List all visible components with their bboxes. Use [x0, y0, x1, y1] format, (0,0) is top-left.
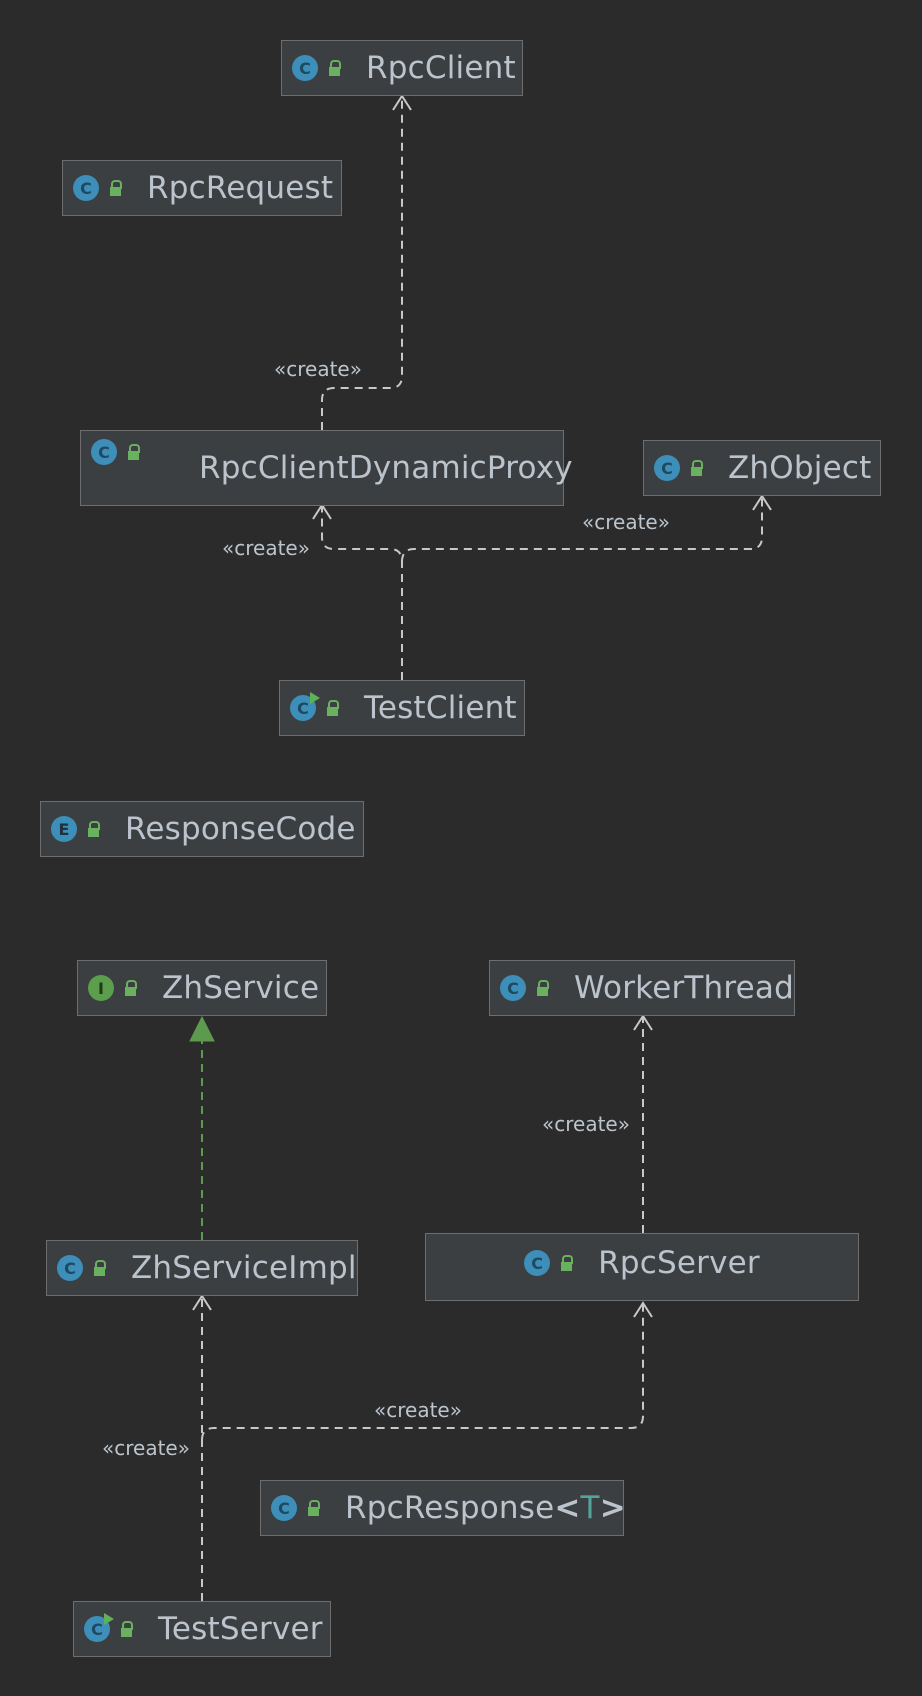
run-badge-icon [104, 1613, 114, 1625]
class-name: TestServer [158, 1611, 323, 1647]
label-testserver-creates-impl: «create» [102, 1436, 190, 1460]
class-name: RpcRequest [147, 170, 334, 206]
arrowhead-rpcserver [633, 1301, 653, 1318]
public-lock-icon [324, 700, 340, 716]
public-lock-icon [122, 980, 138, 996]
arrowhead-worker [633, 1014, 653, 1031]
class-icon: C [500, 975, 526, 1001]
class-icon: C [73, 175, 99, 201]
class-name: RpcResponse [345, 1490, 555, 1526]
class-icon: C [91, 439, 117, 465]
enum-icon: E [51, 816, 77, 842]
label-testclient-creates-zhobject: «create» [582, 510, 670, 534]
type-open-bracket: < [554, 1490, 581, 1526]
class-name: RpcClientDynamicProxy [199, 450, 573, 486]
class-name: WorkerThread [574, 970, 795, 1006]
node-rpcrequest[interactable]: C RpcRequest [62, 160, 342, 216]
node-responsecode[interactable]: E ResponseCode [40, 801, 364, 857]
edge-testserver-creates-rpcserver [201, 1305, 644, 1441]
interface-icon: I [88, 975, 114, 1001]
class-letter: C [297, 698, 309, 718]
public-lock-icon [305, 1500, 321, 1516]
public-lock-icon [326, 60, 342, 76]
run-badge-icon [310, 692, 320, 704]
public-lock-icon [688, 460, 704, 476]
node-rpcclient[interactable]: C RpcClient [281, 40, 523, 96]
class-icon: C [524, 1250, 551, 1276]
node-rpcclientdynamicproxy[interactable]: C RpcClientDynamicProxy [80, 430, 573, 506]
public-lock-icon [534, 980, 550, 996]
node-zhserviceimpl[interactable]: C ZhServiceImpl [46, 1240, 358, 1296]
node-testserver[interactable]: C TestServer [73, 1601, 331, 1657]
label-rpcserver-creates-worker: «create» [542, 1112, 630, 1136]
arrowhead-zhobject [752, 494, 772, 511]
public-lock-icon [85, 821, 101, 837]
node-workerthread[interactable]: C WorkerThread [489, 960, 795, 1016]
class-name: RpcServer [598, 1245, 760, 1281]
arrowhead-impl [192, 1294, 212, 1311]
class-icon: C [271, 1495, 297, 1521]
type-parameter: T [580, 1490, 600, 1526]
public-lock-icon [91, 1260, 107, 1276]
class-name: RpcClient [366, 50, 516, 86]
edge-testclient-creates-zhobject [401, 498, 763, 563]
runnable-class-icon: C [290, 692, 320, 721]
node-rpcresponse[interactable]: C RpcResponse<T> [260, 1480, 626, 1536]
class-icon: C [57, 1255, 83, 1281]
class-name: ZhObject [728, 450, 872, 486]
edge-proxy-creates-rpcclient [321, 98, 403, 430]
class-icon: C [292, 55, 318, 81]
runnable-class-icon: C [84, 1613, 114, 1642]
public-lock-icon [125, 444, 141, 460]
node-testclient[interactable]: C TestClient [279, 680, 525, 736]
label-proxy-creates-rpcclient: «create» [274, 357, 362, 381]
class-name: ResponseCode [125, 811, 356, 847]
node-rpcserver[interactable]: C RpcServer [425, 1233, 859, 1301]
public-lock-icon [558, 1255, 574, 1271]
node-zhservice[interactable]: I ZhService [77, 960, 327, 1016]
class-name: ZhService [162, 970, 320, 1006]
label-testclient-creates-proxy: «create» [222, 536, 310, 560]
arrowhead-zhservice [189, 1015, 215, 1042]
edge-testclient-creates-proxy [321, 507, 403, 680]
label-testserver-creates-rpcserver: «create» [374, 1398, 462, 1422]
node-zhobject[interactable]: C ZhObject [643, 440, 881, 496]
public-lock-icon [107, 180, 123, 196]
class-name: ZhServiceImpl [131, 1250, 357, 1286]
public-lock-icon [118, 1621, 134, 1637]
class-letter: C [91, 1619, 103, 1639]
class-name-generic: RpcResponse<T> [345, 1490, 626, 1526]
type-close-bracket: > [599, 1490, 626, 1526]
class-name: TestClient [364, 690, 517, 726]
class-icon: C [654, 455, 680, 481]
arrowhead-rpcclient [392, 94, 412, 111]
